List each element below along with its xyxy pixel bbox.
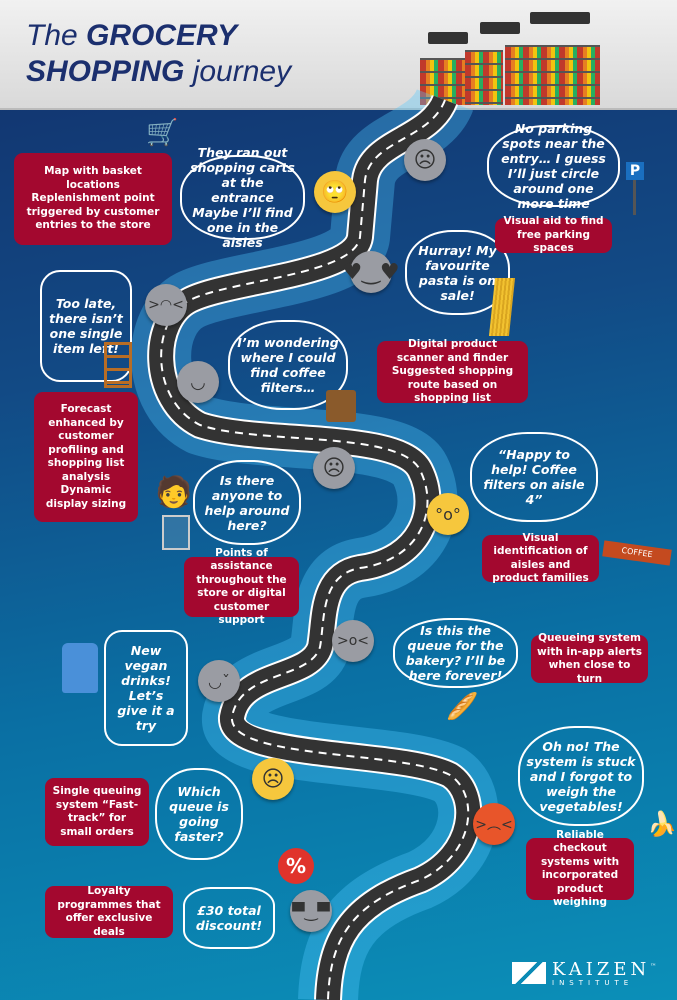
angry-face-icon: >︵< (473, 803, 515, 845)
shelf-icon (465, 50, 503, 105)
water-bottles-icon (62, 643, 98, 693)
thought-bubble: Oh no! The system is stuck and I forgot … (518, 726, 644, 826)
crying-face-icon: >o< (332, 620, 374, 662)
discount-badge-icon: % (278, 848, 314, 884)
sunglasses-face-icon: ▀‿▀ (290, 890, 332, 932)
surprised-face-icon: °o° (427, 493, 469, 535)
solution-box: Points of assistance throughout the stor… (184, 547, 299, 626)
solution-box: Reliable checkout systems with incorpora… (526, 829, 634, 908)
kaizen-logo-mark-icon (512, 961, 546, 984)
page-title: The GROCERY SHOPPING journey (26, 18, 291, 90)
solution-box: Visual aid to find free parking spaces (495, 215, 612, 254)
angry-face-icon: >◠< (145, 284, 187, 326)
logo-subtitle: INSTITUTE (552, 979, 634, 987)
title-part: journey (184, 55, 292, 88)
thought-bubble: Too late, there isn’t one single item le… (40, 270, 132, 382)
solution-box: Queueing system with in-app alerts when … (531, 632, 648, 685)
sad-face-icon: ☹ (313, 447, 355, 489)
thought-bubble: New vegan drinks! Let’s give it a try (104, 630, 188, 746)
title-part: GROCERY (86, 19, 238, 52)
header: The GROCERY SHOPPING journey (0, 0, 677, 110)
thought-bubble: They ran out shopping carts at the entra… (180, 145, 305, 250)
logo-tm: ™ (650, 963, 661, 970)
thought-bubble: “Happy to help! Coffee filters on aisle … (470, 432, 598, 522)
store-sign-icon (480, 22, 520, 34)
store-sign-icon (428, 32, 468, 44)
trolley-icon (162, 515, 190, 550)
solution-box: Forecast enhanced by customer profiling … (34, 392, 138, 522)
parking-sign-icon: P (626, 162, 644, 180)
thought-bubble: Is this the queue for the bakery? I’ll b… (393, 618, 518, 688)
heart-eyes-face-icon: ♥‿♥ (342, 251, 400, 293)
solution-box: Digital product scanner and finder Sugge… (377, 338, 528, 404)
wink-face-icon: ◡ˇ (198, 660, 240, 702)
shelf-icon (505, 45, 600, 105)
thought-bubble: Hurray! My favourite pasta is on sale! (405, 230, 510, 315)
coffee-grinder-icon (326, 390, 356, 422)
thought-bubble: No parking spots near the entry… I guess… (487, 121, 620, 211)
thought-bubble: I’m wondering where I could find coffee … (228, 320, 348, 410)
title-part: SHOPPING (26, 55, 185, 88)
ladder-icon (104, 342, 132, 388)
smile-face-icon: ◡ (177, 361, 219, 403)
shopping-cart-icon: 🛒 (146, 118, 179, 148)
shop-assistant-icon: 🧑 (155, 475, 193, 510)
solution-box: Loyalty programmes that offer exclusive … (45, 885, 173, 938)
thought-bubble: Is there anyone to help around here? (193, 460, 301, 545)
sad-face-icon: ☹ (404, 139, 446, 181)
shelf-icon (420, 58, 465, 105)
solution-box: Visual identification of aisles and prod… (482, 532, 599, 584)
store-sign-icon (530, 12, 590, 24)
bandaged-face-icon: ☹ (252, 758, 294, 800)
banana-scale-icon: 🍌 (647, 810, 677, 838)
logo-name: KAIZEN (552, 959, 651, 980)
thought-bubble: Which queue is going faster? (155, 768, 243, 860)
bread-icon: 🥖 (446, 692, 479, 722)
eye-roll-face-icon: 🙄 (314, 171, 356, 213)
solution-box: Map with basket locations Replenishment … (14, 153, 172, 245)
kaizen-logo: KAIZEN™ INSTITUTE (512, 958, 660, 987)
thought-bubble: £30 total discount! (183, 887, 275, 949)
title-part: The (26, 19, 87, 52)
parking-pole (633, 180, 636, 215)
solution-box: Single queuing system “Fast-track” for s… (45, 778, 149, 846)
